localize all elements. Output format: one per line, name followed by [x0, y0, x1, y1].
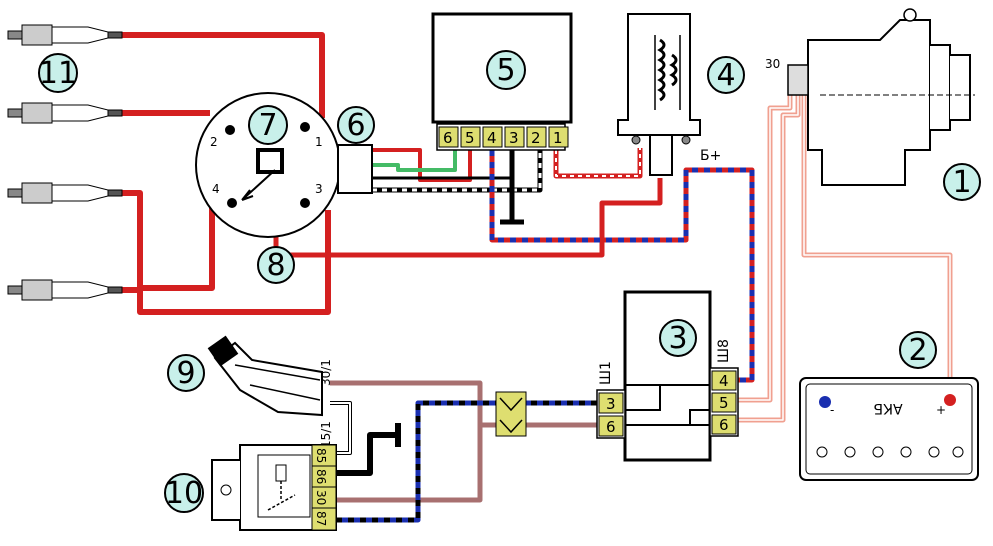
- wire-sensor-bw: [372, 148, 543, 193]
- spark-plug-1: [7, 24, 123, 46]
- alternator: 30: [765, 8, 975, 186]
- wire-redblue: [489, 150, 755, 383]
- wire-plug3: [120, 190, 215, 291]
- badge-11: 11: [38, 53, 78, 93]
- module5-pin-2: 2: [531, 129, 541, 147]
- relay-pin-86: 86: [314, 469, 328, 484]
- spark-plug-3: [7, 182, 123, 204]
- module5-pin-3: 3: [509, 129, 519, 147]
- module5-pin-6: 6: [443, 129, 453, 147]
- relay-pin-85: 85: [314, 448, 328, 463]
- relay: 85 86 30 87: [211, 444, 337, 531]
- module3-sh1-pin-6: 6: [606, 418, 616, 436]
- spark-plug-4: [7, 279, 123, 301]
- switch-label-15-1: 15/1: [319, 421, 333, 448]
- svg-text:6: 6: [346, 108, 365, 143]
- wire-relay-ground: [336, 432, 398, 476]
- wire-alt-pink1-in: [728, 95, 791, 401]
- wire-plug4: [120, 210, 331, 315]
- battery-plus-terminal: [944, 394, 956, 406]
- module3-sh8-pin-4: 4: [719, 372, 729, 390]
- rotor-arrow-icon: [241, 169, 276, 201]
- relay-pin-87: 87: [314, 511, 328, 526]
- module5-pin-5: 5: [465, 129, 475, 147]
- battery-label: АКБ: [873, 400, 902, 416]
- badge-1: 1: [943, 163, 981, 201]
- badge-6: 6: [337, 106, 375, 144]
- wire-15-1-in: [330, 402, 351, 454]
- svg-text:9: 9: [176, 356, 195, 391]
- key-icon: [207, 335, 239, 367]
- module5-pin-1: 1: [553, 129, 563, 147]
- distributor-terminal-1: 1: [315, 135, 323, 149]
- badge-4: 4: [707, 56, 745, 94]
- ignition-coil: Б+: [617, 13, 721, 176]
- module3-sh1-label: Ш1: [598, 361, 614, 385]
- hall-sensor-6: [337, 144, 373, 194]
- badge-9: 9: [167, 354, 205, 392]
- module-5: 6 5 4 3 2 1: [431, 12, 573, 151]
- module3-sh8-pin-6: 6: [719, 416, 729, 434]
- badge-3: 3: [659, 319, 697, 357]
- relay-coil-icon: [275, 464, 287, 482]
- distributor: 2 1 4 3: [195, 92, 373, 238]
- badge-10: 10: [164, 473, 204, 513]
- svg-text:2: 2: [908, 333, 927, 368]
- spark-plugs: [7, 24, 123, 301]
- module3-sh8-label: Ш8: [716, 339, 732, 363]
- relay-pin-30: 30: [314, 490, 328, 505]
- inline-connector: [495, 391, 527, 437]
- wire-m5-coil: [553, 148, 643, 179]
- battery: - + АКБ: [799, 377, 979, 481]
- wire-plug1: [120, 32, 325, 118]
- wire-hv-central: [273, 178, 663, 258]
- wire-sensor-red: [370, 148, 472, 182]
- module5-pins: 6 5 4 3 2 1: [438, 126, 569, 148]
- module3-sh8-pin-5: 5: [719, 394, 729, 412]
- switch-label-30-1: 30/1: [319, 359, 333, 386]
- module3-sh1-pin-3: 3: [606, 395, 616, 413]
- svg-text:8: 8: [266, 248, 285, 283]
- svg-text:4: 4: [716, 58, 735, 93]
- distributor-terminal-4: 4: [212, 182, 220, 196]
- battery-minus-label: -: [830, 403, 834, 417]
- module5-pin-4: 4: [487, 129, 497, 147]
- badge-7: 7: [248, 105, 288, 145]
- svg-text:10: 10: [165, 476, 203, 511]
- alternator-terminal-30: 30: [765, 57, 780, 71]
- wire-alt-pink2-in: [728, 95, 799, 421]
- wire-m5-coil-dash: [555, 148, 641, 177]
- wires: [120, 32, 953, 523]
- coil-b-plus-label: Б+: [700, 148, 721, 164]
- badges: 1 2 3 4 5 6 7 8 9 10 11: [38, 50, 981, 513]
- badge-8: 8: [257, 246, 295, 284]
- spark-plug-2: [7, 102, 123, 124]
- badge-5: 5: [486, 50, 526, 90]
- svg-text:11: 11: [39, 56, 77, 91]
- coil-winding-icon: [657, 38, 666, 102]
- wire-alt-battery-in: [803, 95, 951, 395]
- svg-text:1: 1: [952, 165, 971, 200]
- distributor-terminal-2: 2: [210, 135, 218, 149]
- distributor-terminal-3: 3: [315, 182, 323, 196]
- svg-text:3: 3: [668, 321, 687, 356]
- wire-switch-brown: [330, 380, 483, 503]
- module-3: 3 6 Ш1 4 5 6 Ш8: [596, 290, 739, 462]
- battery-minus-terminal: [819, 396, 831, 408]
- wire-redblue-dash: [489, 150, 755, 383]
- ignition-switch: 30/1 15/1: [207, 335, 333, 448]
- svg-text:7: 7: [258, 108, 277, 143]
- badge-2: 2: [899, 331, 937, 369]
- battery-plus-label: +: [936, 403, 946, 417]
- wire-sensor-green: [372, 148, 457, 172]
- svg-text:5: 5: [496, 53, 515, 88]
